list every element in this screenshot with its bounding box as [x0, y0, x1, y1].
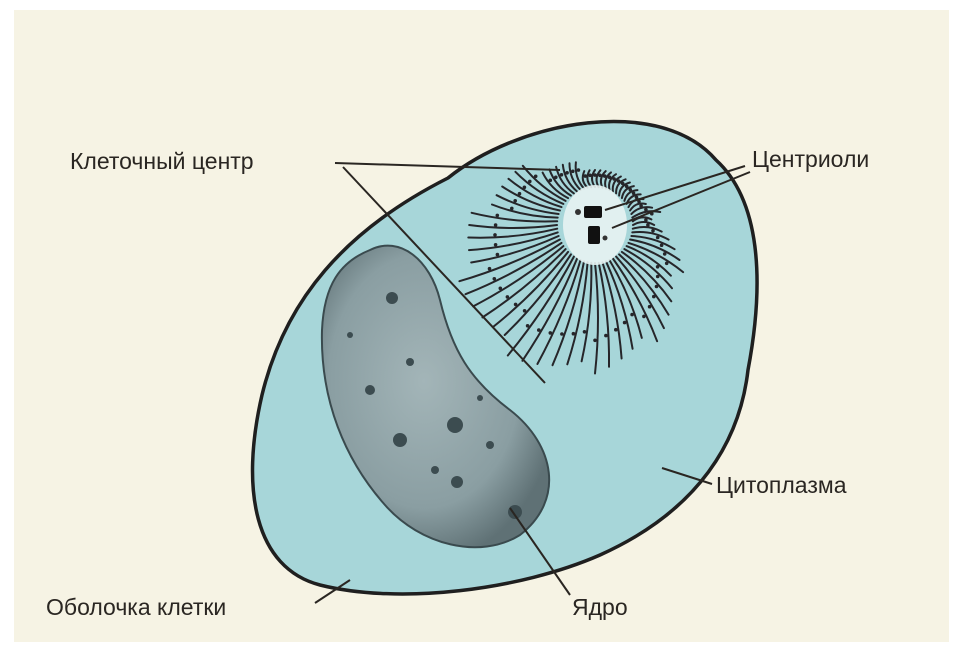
fiber-bead	[665, 262, 669, 266]
fiber-bead	[523, 186, 527, 190]
fiber-bead	[537, 328, 541, 332]
fiber-bead	[493, 277, 497, 281]
fiber-bead	[513, 199, 517, 203]
fiber-bead	[526, 324, 530, 328]
label-cytoplasm: Цитоплазма	[716, 474, 847, 497]
fiber-bead	[656, 275, 660, 279]
fiber-bead	[560, 173, 564, 177]
fiber-bead	[656, 265, 660, 269]
fiber-bead	[523, 309, 527, 313]
fiber-bead	[514, 303, 518, 307]
fiber-bead	[488, 267, 492, 271]
fiber-bead	[655, 285, 659, 289]
fiber-bead	[499, 287, 503, 291]
fiber-bead	[510, 207, 514, 211]
fiber-bead	[623, 321, 627, 325]
fiber-bead	[642, 315, 646, 319]
fiber-bead	[660, 243, 664, 247]
fiber-bead	[565, 171, 569, 175]
fiber-bead	[528, 180, 532, 184]
fiber-bead	[496, 214, 500, 218]
fiber-bead	[496, 253, 500, 257]
fiber-bead	[571, 170, 575, 174]
fiber-bead	[656, 236, 660, 240]
fiber-bead	[554, 176, 558, 180]
fiber-bead	[549, 179, 553, 183]
fiber-bead	[583, 330, 587, 334]
fiber-bead	[644, 218, 648, 222]
fiber-bead	[560, 332, 564, 336]
fiber-bead	[614, 328, 618, 332]
fiber-bead	[518, 192, 522, 196]
fiber-bead	[494, 243, 498, 247]
fiber-bead	[506, 295, 510, 299]
fiber-bead	[572, 332, 576, 336]
fiber-bead	[648, 305, 652, 309]
label-cell-center: Клеточный центр	[70, 150, 254, 173]
fiber-bead	[493, 233, 497, 237]
fiber-bead	[534, 175, 538, 179]
label-centrioles: Центриоли	[752, 148, 869, 171]
fiber-bead	[652, 295, 656, 299]
label-cell-membrane: Оболочка клетки	[46, 596, 226, 619]
fiber-bead	[651, 229, 655, 233]
fiber-bead	[604, 334, 608, 338]
fiber-bead	[630, 313, 634, 317]
centriole-lower	[588, 226, 600, 244]
fiber-bead	[663, 252, 667, 256]
label-nucleus: Ядро	[572, 596, 628, 619]
fiber-bead	[494, 223, 498, 227]
fiber-bead	[577, 168, 581, 172]
centriole-upper	[584, 206, 602, 218]
fiber-bead	[593, 339, 597, 343]
fiber-bead	[549, 331, 553, 335]
